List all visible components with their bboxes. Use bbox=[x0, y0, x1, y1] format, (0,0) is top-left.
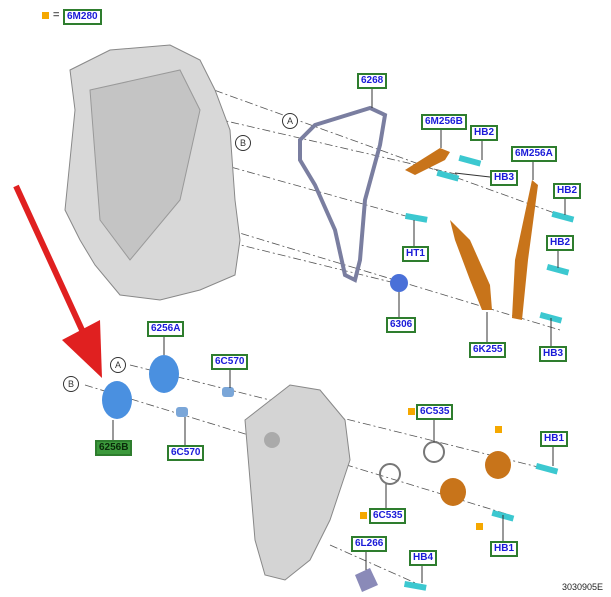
bolt-6c570-a bbox=[222, 387, 234, 397]
legend-equals: = bbox=[53, 9, 60, 21]
label-ht1[interactable]: HT1 bbox=[402, 246, 429, 262]
pulley-6256a bbox=[149, 355, 179, 393]
label-6c535[interactable]: 6C535 bbox=[416, 404, 454, 420]
engine-detail bbox=[89, 69, 201, 261]
label-6306[interactable]: 6306 bbox=[386, 317, 417, 333]
label-6c535[interactable]: 6C535 bbox=[369, 508, 407, 524]
label-6256a[interactable]: 6256A bbox=[147, 321, 185, 337]
pulley-6256b bbox=[102, 381, 132, 419]
label-hb1[interactable]: HB1 bbox=[490, 541, 519, 557]
label-6m256a[interactable]: 6M256A bbox=[511, 146, 557, 162]
legend-orange-square bbox=[42, 12, 49, 19]
bolts bbox=[403, 154, 575, 591]
label-hb3[interactable]: HB3 bbox=[490, 170, 519, 186]
seal-6c535-2 bbox=[379, 463, 401, 485]
label-hb1[interactable]: HB1 bbox=[540, 431, 569, 447]
label-6c570[interactable]: 6C570 bbox=[211, 354, 249, 370]
part-6l266-shape bbox=[355, 568, 378, 592]
leader-lines bbox=[112, 86, 566, 583]
seal-6c535-1 bbox=[423, 441, 445, 463]
label-hb3[interactable]: HB3 bbox=[539, 346, 568, 362]
label-hb2[interactable]: HB2 bbox=[553, 183, 582, 199]
label-hb2[interactable]: HB2 bbox=[546, 235, 575, 251]
part-6306-shape bbox=[390, 274, 408, 292]
callout-a-lower: A bbox=[110, 357, 126, 373]
actuator-1 bbox=[485, 451, 511, 479]
orange-square-marker bbox=[360, 512, 367, 519]
orange-square-marker bbox=[476, 523, 483, 530]
orange-square-marker bbox=[495, 426, 502, 433]
label-6k255[interactable]: 6K255 bbox=[469, 342, 507, 358]
red-arrow-indicator bbox=[13, 184, 102, 378]
label-6268[interactable]: 6268 bbox=[357, 73, 388, 89]
label-hb2[interactable]: HB2 bbox=[470, 125, 499, 141]
callout-b-lower: B bbox=[63, 376, 79, 392]
tensioner-arm bbox=[450, 220, 492, 310]
actuator-2 bbox=[440, 478, 466, 506]
orange-square-marker bbox=[408, 408, 415, 415]
label-6m256b[interactable]: 6M256B bbox=[421, 114, 467, 130]
label-6c570[interactable]: 6C570 bbox=[167, 445, 205, 461]
label-hb4[interactable]: HB4 bbox=[409, 550, 438, 566]
diagram-code: 3030905E bbox=[562, 582, 604, 592]
cover-hole bbox=[264, 432, 280, 448]
callout-a-upper: A bbox=[282, 113, 298, 129]
timing-cover bbox=[244, 384, 351, 581]
chain-guide-a bbox=[512, 180, 538, 320]
label-6256b-highlighted[interactable]: 6256B bbox=[95, 440, 133, 456]
chain-guide-b bbox=[405, 148, 450, 175]
timing-chain bbox=[298, 105, 388, 283]
legend-part-label[interactable]: 6M280 bbox=[63, 9, 102, 25]
label-6l266[interactable]: 6L266 bbox=[351, 536, 388, 552]
callout-b-upper: B bbox=[235, 135, 251, 151]
bolt-6c570-b bbox=[176, 407, 188, 417]
